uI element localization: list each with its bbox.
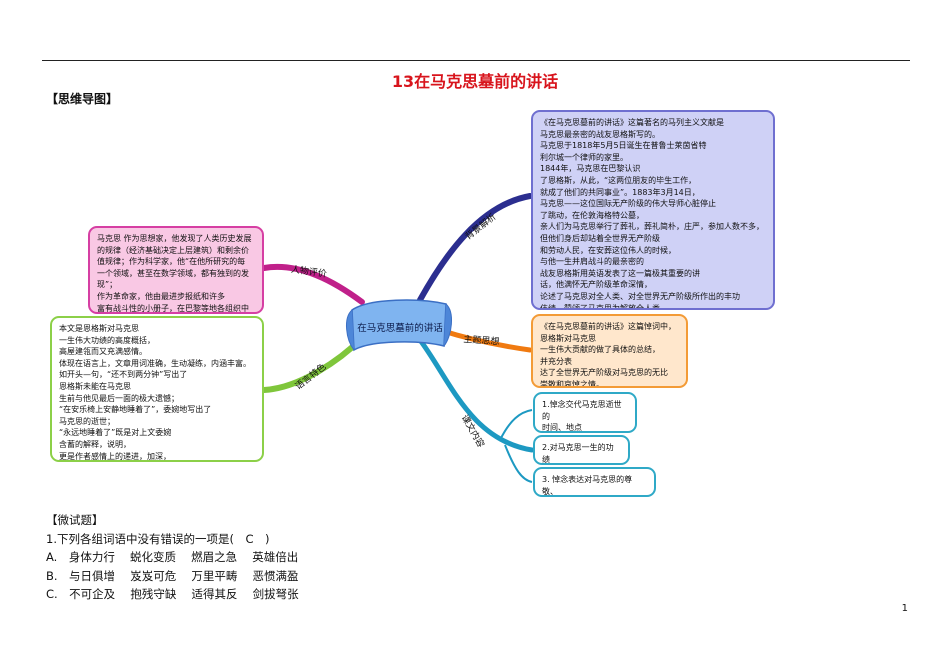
theme-box: 《在马克思墓前的讲话》这篇悼词中， 恩格斯对马克思 一生伟大贡献的做了具体的总结…: [531, 314, 688, 388]
branch-label-theme: 主题思想: [463, 334, 500, 348]
center-node: [346, 299, 452, 352]
header-rule: [42, 60, 910, 61]
structure-item-1: 1.悼念交代马克思逝世的 时间、地点 以及逝世当时的情景。: [533, 392, 637, 433]
person-eval-box: 马克思 作为思想家，他发现了人类历史发展 的规律（经济基础决定上层建筑）和剩余价…: [88, 226, 264, 314]
structure-item-3: 3. 悼念表达对马克思的尊敬、 爱戴和悼念之情: [533, 467, 656, 497]
language-box: 本文是恩格斯对马克思 一生伟大功绩的高度概括， 高屋建瓴而又充满感情。 体现在语…: [50, 316, 264, 462]
quiz-question: 1.下列各组词语中没有错误的一项是( C ): [46, 531, 270, 546]
center-node-label: 在马克思墓前的讲话: [357, 323, 443, 334]
quiz-option-a: A. 身体力行 蜕化变质 燃眉之急 英雄倍出: [46, 550, 299, 564]
document-title: 13在马克思墓前的讲话: [391, 72, 559, 91]
quiz-section: 【微试题】 1.下列各组词语中没有错误的一项是( C ) A. 身体力行 蜕化变…: [46, 511, 299, 604]
quiz-option-b: B. 与日俱增 岌岌可危 万里平畴 恶惯满盈: [46, 568, 299, 583]
quiz-option-c: C. 不可企及 抱残守缺 适得其反 剑拔弩张: [46, 587, 299, 601]
structure-item-2: 2.对马克思一生的功绩 作简要评价。: [533, 435, 630, 465]
mindmap-section-heading: 【思维导图】: [46, 92, 119, 106]
quiz-heading: 【微试题】: [46, 513, 104, 527]
background-box: 《在马克思墓前的讲话》这篇著名的马列主义文献是 马克思最亲密的战友恩格斯写的。 …: [531, 110, 775, 310]
page-number: 1: [901, 603, 908, 614]
